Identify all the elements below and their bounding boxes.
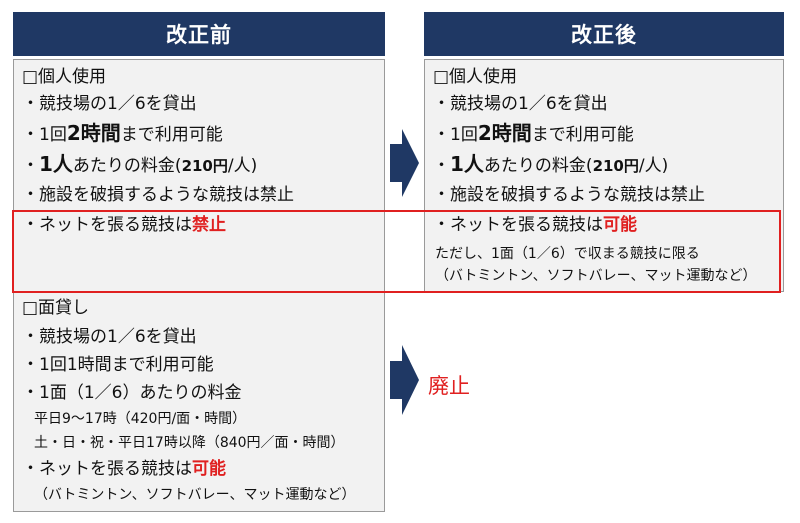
price-weekend: 土・日・祝・平日17時以降（840円／面・時間） xyxy=(34,435,345,451)
abolished-label: 廃止 xyxy=(428,374,470,398)
section-title: □個人使用 xyxy=(433,67,518,87)
list-item: ・1回1時間まで利用可能 xyxy=(22,355,214,375)
example-note: （バトミントン、ソフトバレー、マット運動など） xyxy=(34,487,356,503)
list-item: ・1回2時間まで利用可能 xyxy=(433,121,634,145)
before-personal-panel: □個人使用 ・競技場の1／6を貸出 ・1回2時間まで利用可能 ・1人あたりの料金… xyxy=(13,59,385,292)
condition-note: ただし、1面（1／6）で収まる競技に限る xyxy=(435,246,700,262)
price-weekday: 平日9～17時（420円/面・時間） xyxy=(34,411,247,427)
right-arrow-icon xyxy=(390,345,419,415)
example-note: （バトミントン、ソフトバレー、マット運動など） xyxy=(435,268,757,284)
list-item: ・ネットを張る競技は禁止 xyxy=(22,215,226,235)
list-item: ・施設を破損するような競技は禁止 xyxy=(22,185,294,205)
after-personal-panel: □個人使用 ・競技場の1／6を貸出 ・1回2時間まで利用可能 ・1人あたりの料金… xyxy=(424,59,784,292)
list-item: ・施設を破損するような競技は禁止 xyxy=(433,185,705,205)
section-title: □面貸し xyxy=(22,298,90,318)
list-item: ・競技場の1／6を貸出 xyxy=(433,94,608,114)
after-header: 改正後 xyxy=(424,12,784,56)
before-header: 改正前 xyxy=(13,12,385,56)
right-arrow-icon xyxy=(390,129,419,197)
list-item: ・競技場の1／6を貸出 xyxy=(22,327,197,347)
list-item: ・1面（1／6）あたりの料金 xyxy=(22,383,242,403)
before-area-panel: □面貸し ・競技場の1／6を貸出 ・1回1時間まで利用可能 ・1面（1／6）あた… xyxy=(13,292,385,512)
list-item: ・1人あたりの料金(210円/人) xyxy=(22,152,258,176)
list-item: ・ネットを張る競技は可能 xyxy=(22,459,226,479)
list-item: ・競技場の1／6を貸出 xyxy=(22,94,197,114)
list-item: ・1回2時間まで利用可能 xyxy=(22,121,223,145)
list-item: ・1人あたりの料金(210円/人) xyxy=(433,152,669,176)
list-item: ・ネットを張る競技は可能 xyxy=(433,215,637,235)
highlight-frame xyxy=(12,210,781,293)
section-title: □個人使用 xyxy=(22,67,107,87)
